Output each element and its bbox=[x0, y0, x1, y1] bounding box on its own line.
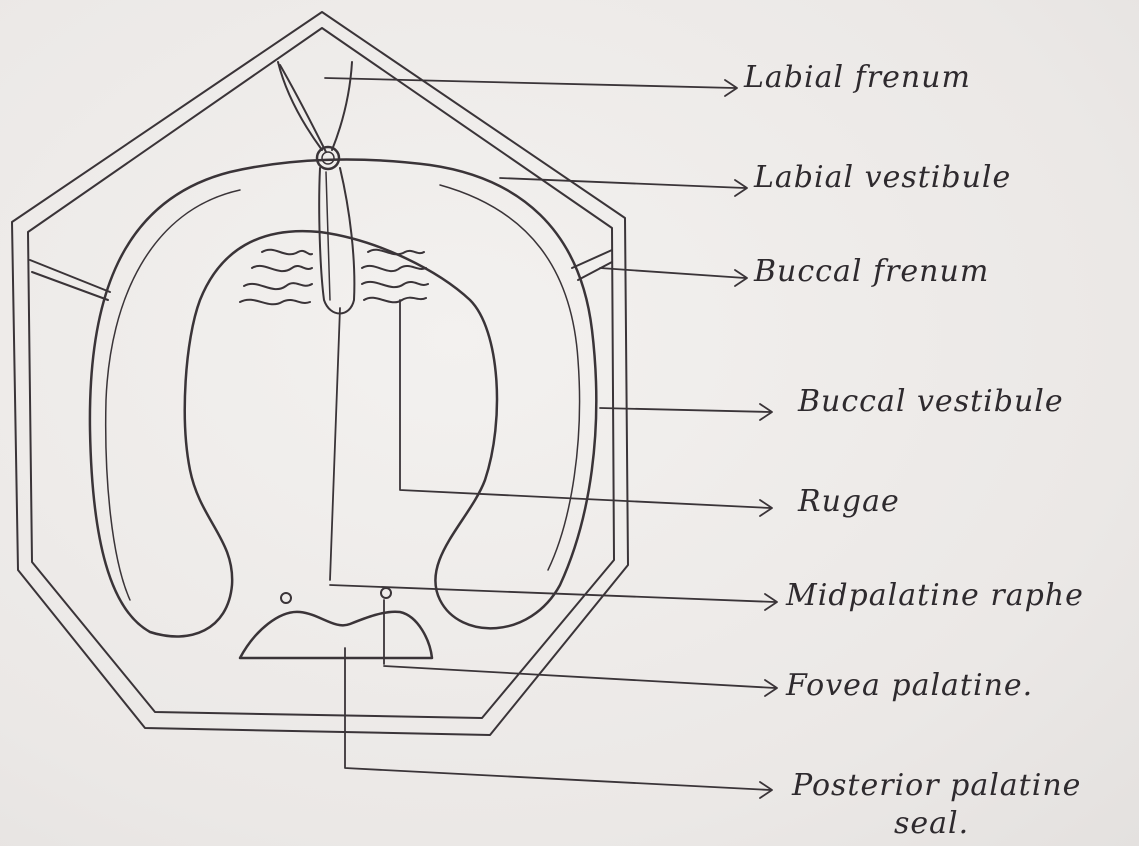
label-seal: seal. bbox=[894, 806, 969, 841]
label-buccal-frenum: Buccal frenum bbox=[754, 254, 989, 289]
posterior-palatine-seal bbox=[240, 588, 432, 664]
label-fovea-palatine: Fovea palatine. bbox=[786, 668, 1033, 703]
labial-frenum bbox=[278, 62, 354, 314]
tray-outline bbox=[12, 12, 628, 735]
label-posterior-palatine: Posterior palatine bbox=[792, 768, 1081, 803]
alveolar-ridge bbox=[90, 160, 596, 637]
label-labial-vestibule: Labial vestibule bbox=[754, 160, 1011, 195]
midpalatine-raphe bbox=[330, 308, 340, 580]
label-buccal-vestibule: Buccal vestibule bbox=[798, 384, 1064, 419]
label-rugae: Rugae bbox=[798, 484, 900, 519]
rugae bbox=[240, 250, 428, 305]
label-midpalatine-raphe: Midpalatine raphe bbox=[786, 578, 1084, 613]
label-labial-frenum: Labial frenum bbox=[744, 60, 971, 95]
